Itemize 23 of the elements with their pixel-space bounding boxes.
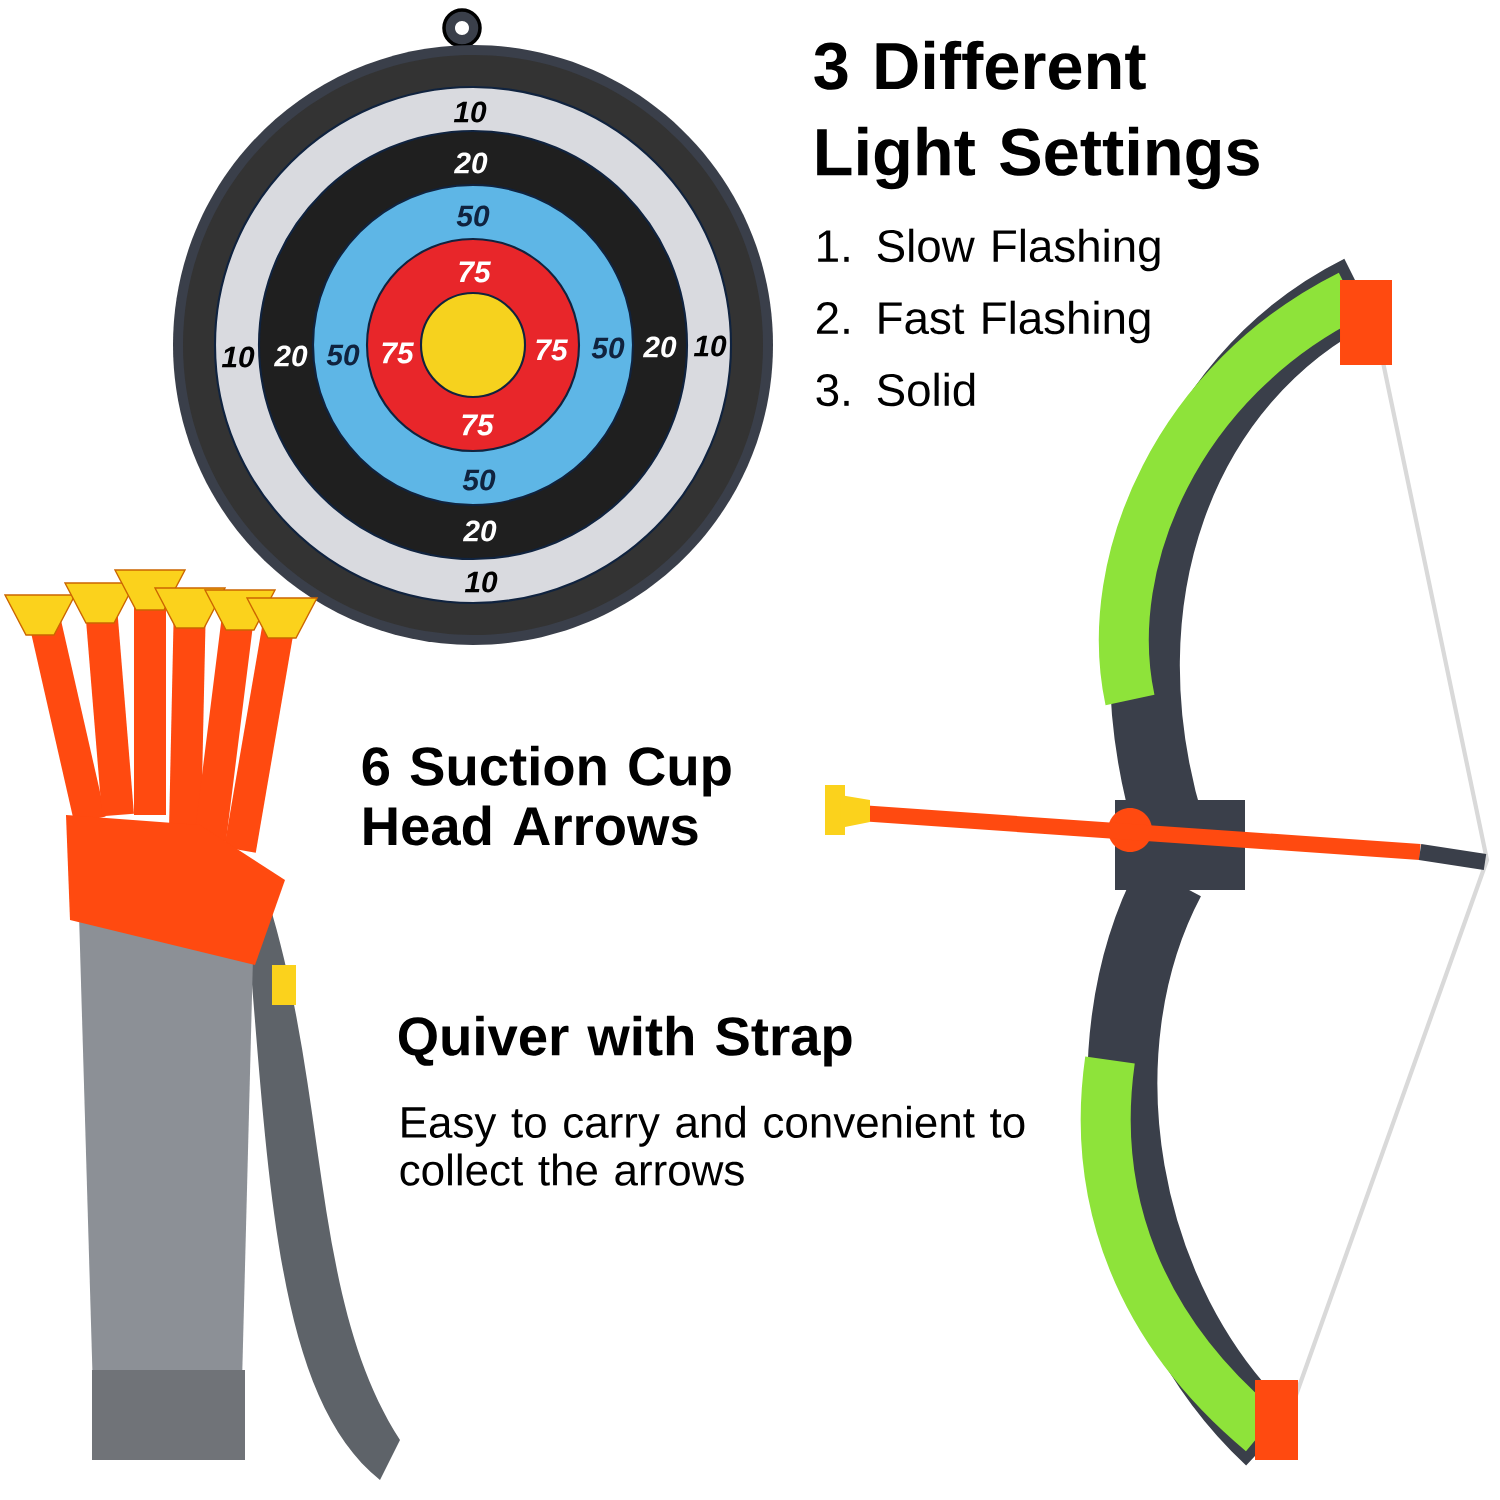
ring-score: 20 [273, 345, 308, 367]
ring-score: 10 [453, 101, 487, 123]
ring-score: 50 [456, 205, 490, 227]
ring-score: 50 [326, 344, 360, 366]
ring-score: 75 [459, 261, 491, 283]
ring-score: 10 [464, 571, 498, 593]
ring-score: 50 [591, 337, 625, 359]
list-item: 2. Fast Flashing [817, 300, 1150, 344]
ring-score: 20 [462, 520, 497, 542]
ring-score: 75 [536, 339, 568, 361]
ring-score: 50 [462, 469, 496, 491]
list-item: 1. Slow Flashing [818, 228, 1160, 272]
description: Easy to carry and convenient to collect the arrows [400, 1105, 1025, 1186]
ring-score: 10 [221, 346, 255, 368]
ring-score: 75 [382, 342, 414, 364]
ring-score: 10 [693, 335, 727, 357]
list-item: 3. Solid [816, 372, 975, 407]
ring-score: 20 [453, 152, 488, 174]
heading: 6 Suction Cup Head Arrows [362, 745, 731, 846]
heading: Quiver with Strap [398, 1015, 852, 1067]
heading: 3 Different Light Settings [814, 40, 1259, 190]
ring-score: 75 [462, 414, 494, 436]
ring-score: 20 [642, 336, 677, 358]
